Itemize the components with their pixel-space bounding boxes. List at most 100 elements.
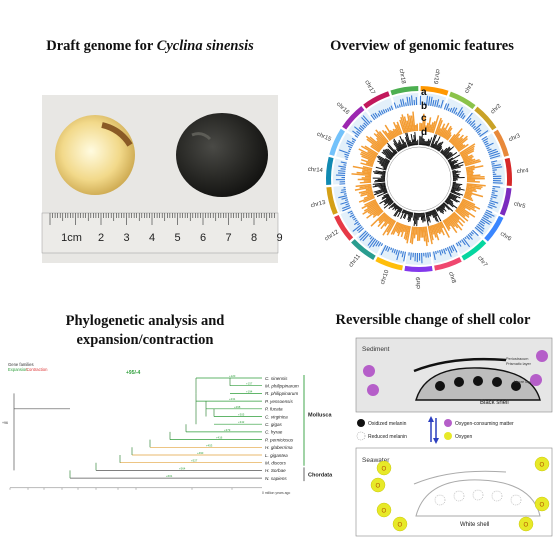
track-d-bar	[393, 203, 397, 208]
track-b-bar	[474, 123, 482, 131]
track-b-bar	[368, 238, 377, 248]
chromosome-label: chr8	[447, 271, 457, 285]
track-d-bar	[444, 200, 449, 205]
track-d-bar	[377, 160, 388, 167]
track-d-bar	[448, 154, 461, 163]
track-c-bar	[403, 116, 409, 133]
track-c-bar	[455, 137, 468, 149]
track-c-bar	[365, 187, 373, 191]
track-b-bar	[358, 227, 365, 234]
chromosome-label: chr1	[464, 81, 475, 95]
oxygen-bubble	[518, 516, 534, 532]
track-b-bar	[476, 129, 482, 134]
track-d-bar	[431, 143, 435, 148]
track-c-bar	[396, 223, 402, 234]
track-d-bar	[381, 151, 392, 160]
chromosome-band	[342, 106, 365, 130]
layer-label: Prismatic layer	[506, 362, 532, 366]
track-c-bar	[453, 211, 466, 224]
track-c-bar	[360, 190, 373, 195]
track-d-bar	[438, 147, 443, 152]
track-c-bar	[462, 198, 476, 206]
track-d-bar	[391, 203, 396, 209]
track-b-bar	[344, 155, 349, 159]
track-b-bar	[462, 115, 466, 120]
track-c-bar	[362, 169, 372, 173]
track-c-bar	[423, 115, 427, 132]
ruler-label: 9	[276, 232, 282, 244]
chromosome-band	[434, 257, 462, 271]
chromosome-label: chr2	[490, 103, 503, 116]
track-d-bar	[408, 211, 412, 223]
track-d-bar	[405, 136, 410, 147]
expansion-count: +416	[216, 436, 223, 440]
track-c-bar	[370, 145, 380, 153]
circos-center	[386, 146, 452, 212]
chromosome-label: chr17	[363, 80, 376, 97]
chromosome-band	[461, 239, 487, 261]
track-d-bar	[434, 144, 438, 150]
track-d-bar	[427, 140, 431, 147]
track-d-bar	[450, 163, 455, 167]
track-c-bar	[411, 226, 415, 245]
track-c-bar	[392, 128, 398, 137]
shell-panel-title: Reversible change of shell color	[335, 312, 531, 328]
track-b-bar	[343, 193, 347, 195]
track-c-bar	[362, 203, 379, 215]
oxygen-consuming-dot	[536, 350, 548, 362]
track-d-bar	[393, 206, 401, 217]
track-c-bar	[432, 115, 440, 134]
track-b-bar	[400, 250, 402, 254]
track-b-bar	[445, 103, 450, 111]
track-b-bar	[444, 247, 448, 252]
track-d-bar	[445, 199, 458, 209]
expansion-count: +342	[238, 420, 245, 424]
track-c-bar	[403, 225, 409, 239]
track-d-bar	[450, 161, 464, 168]
track-d-bar	[452, 182, 463, 186]
track-b-bar	[482, 137, 489, 142]
track-b-bar	[403, 251, 407, 262]
track-c-bar	[444, 127, 453, 140]
phylo-legend-item: Expansion	[8, 367, 28, 372]
track-b-bar	[344, 199, 349, 202]
track-b-bar	[489, 200, 499, 204]
track-b-bar	[363, 122, 368, 127]
track-d-bar	[449, 192, 461, 199]
chromosome-label: chr14	[308, 167, 324, 174]
track-b-bar	[345, 203, 350, 206]
track-c-bar	[373, 133, 386, 146]
track-d-bar	[451, 187, 461, 191]
track-c-bar	[390, 221, 399, 235]
track-b-bar	[352, 215, 356, 219]
track-c-bar	[366, 201, 378, 209]
track-d-bar	[382, 166, 387, 169]
track-c-bar	[460, 147, 475, 157]
reduced-melanin-dot	[491, 490, 503, 502]
species-label: C. gigas	[265, 422, 283, 427]
track-d-bar	[434, 208, 442, 222]
expansion-count: +527	[191, 459, 198, 463]
track-b-bar	[351, 137, 357, 142]
track-c-bar	[421, 113, 425, 132]
track-b-bar	[385, 245, 389, 251]
track-c-bar	[406, 226, 411, 244]
track-c-bar	[461, 200, 475, 210]
track-d-bar	[383, 190, 388, 194]
track-b-bar	[457, 241, 462, 247]
track-b-bar	[492, 185, 501, 188]
track-c-bar	[358, 148, 377, 159]
track-b-bar	[491, 163, 495, 165]
track-c-bar	[464, 160, 482, 167]
track-d-bar	[402, 139, 407, 148]
track-c-bar	[436, 223, 442, 233]
track-c-bar	[466, 185, 482, 190]
track-d-bar	[381, 194, 390, 200]
track-c-bar	[465, 188, 477, 193]
oxidized-melanin-dot	[492, 377, 502, 387]
track-b-bar	[437, 250, 439, 253]
track-c-bar	[451, 213, 464, 227]
track-d-bar	[375, 188, 387, 194]
track-b-bar	[443, 103, 448, 110]
track-c-bar	[377, 214, 389, 228]
